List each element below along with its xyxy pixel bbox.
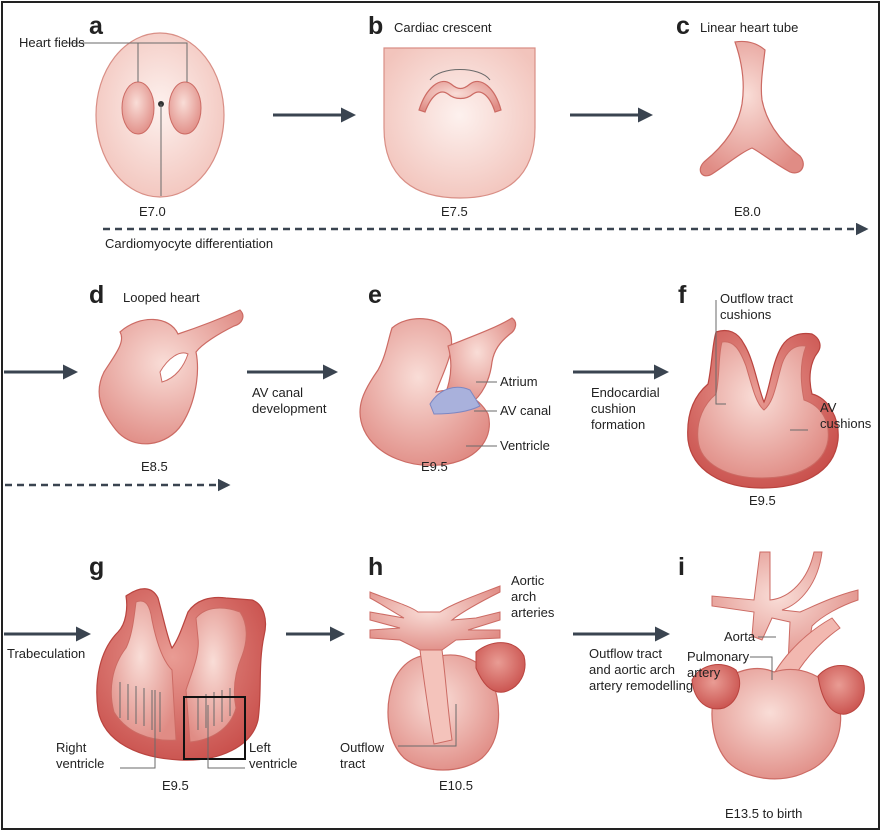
embryo-disc (96, 33, 224, 197)
label-av-cushions-1: AV (820, 400, 837, 415)
panel-g: g Right ventricle Left ventricle E9.5 (56, 553, 297, 793)
label-aortic-1: Aortic (511, 573, 545, 588)
stage-i: E13.5 to birth (725, 806, 802, 821)
stage-f: E9.5 (749, 493, 776, 508)
process-cardiomyocyte: Cardiomyocyte differentiation (105, 236, 273, 251)
embryo-b (384, 48, 535, 198)
great-vessels (712, 552, 858, 664)
linear-heart-tube (700, 41, 803, 175)
label-atrium: Atrium (500, 374, 538, 389)
label-outflow-h-1: Outflow (340, 740, 385, 755)
process-endo-2: cushion (591, 401, 636, 416)
panel-letter-g: g (89, 553, 104, 581)
label-outflow-2: cushions (720, 307, 772, 322)
process-endo-3: formation (591, 417, 645, 432)
title-b: Cardiac crescent (394, 20, 492, 35)
stage-c: E8.0 (734, 204, 761, 219)
panel-letter-d: d (89, 281, 104, 309)
panel-letter-h: h (368, 553, 383, 581)
label-aorta: Aorta (724, 629, 756, 644)
label-outflow-h-2: tract (340, 756, 366, 771)
panel-h: h Aortic arch arteries Outflow tract E10… (340, 553, 555, 793)
label-heart-fields: Heart fields (19, 35, 85, 50)
process-remodel-1: Outflow tract (589, 646, 662, 661)
label-av-canal: AV canal (500, 403, 551, 418)
panel-letter-c: c (676, 12, 690, 40)
panel-e: e Atrium AV canal Ventricle E9.5 (360, 281, 551, 474)
label-av-cushions-2: cushions (820, 416, 872, 431)
panel-c: c Linear heart tube E8.0 (676, 12, 803, 219)
label-left-ventricle-1: Left (249, 740, 271, 755)
stage-e: E9.5 (421, 459, 448, 474)
stage-h: E10.5 (439, 778, 473, 793)
panel-a: a Heart fields E7.0 (19, 12, 224, 219)
panel-letter-f: f (678, 281, 687, 309)
panel-i: i Aorta Pulmonary artery E13.5 to birth (678, 552, 864, 821)
title-d: Looped heart (123, 290, 200, 305)
left-heart-field (122, 82, 154, 134)
label-right-ventricle-1: Right (56, 740, 87, 755)
label-outflow-1: Outflow tract (720, 291, 793, 306)
stage-b: E7.5 (441, 204, 468, 219)
right-heart-field (169, 82, 201, 134)
process-av-2: development (252, 401, 327, 416)
label-ventricle: Ventricle (500, 438, 550, 453)
label-pulmonary-2: artery (687, 665, 721, 680)
stage-a: E7.0 (139, 204, 166, 219)
process-endo-1: Endocardial (591, 385, 660, 400)
aortic-arches (370, 586, 500, 650)
label-aortic-2: arch (511, 589, 536, 604)
label-aortic-3: arteries (511, 605, 555, 620)
panel-f: f Outflow tract cushions AV cushions E9.… (678, 281, 872, 508)
panel-letter-i: i (678, 553, 685, 581)
label-pulmonary-1: Pulmonary (687, 649, 750, 664)
process-remodel-2: and aortic arch (589, 662, 675, 677)
title-c: Linear heart tube (700, 20, 798, 35)
process-av-1: AV canal (252, 385, 303, 400)
panel-letter-e: e (368, 281, 382, 309)
panel-d: d Looped heart E8.5 (89, 281, 243, 474)
panel-letter-a: a (89, 12, 104, 40)
label-left-ventricle-2: ventricle (249, 756, 297, 771)
stage-d: E8.5 (141, 459, 168, 474)
panel-b: b Cardiac crescent E7.5 (368, 12, 535, 219)
process-remodel-3: artery remodelling (589, 678, 693, 693)
stage-g: E9.5 (162, 778, 189, 793)
panel-letter-b: b (368, 12, 383, 40)
label-right-ventricle-2: ventricle (56, 756, 104, 771)
process-trabeculation: Trabeculation (7, 646, 85, 661)
